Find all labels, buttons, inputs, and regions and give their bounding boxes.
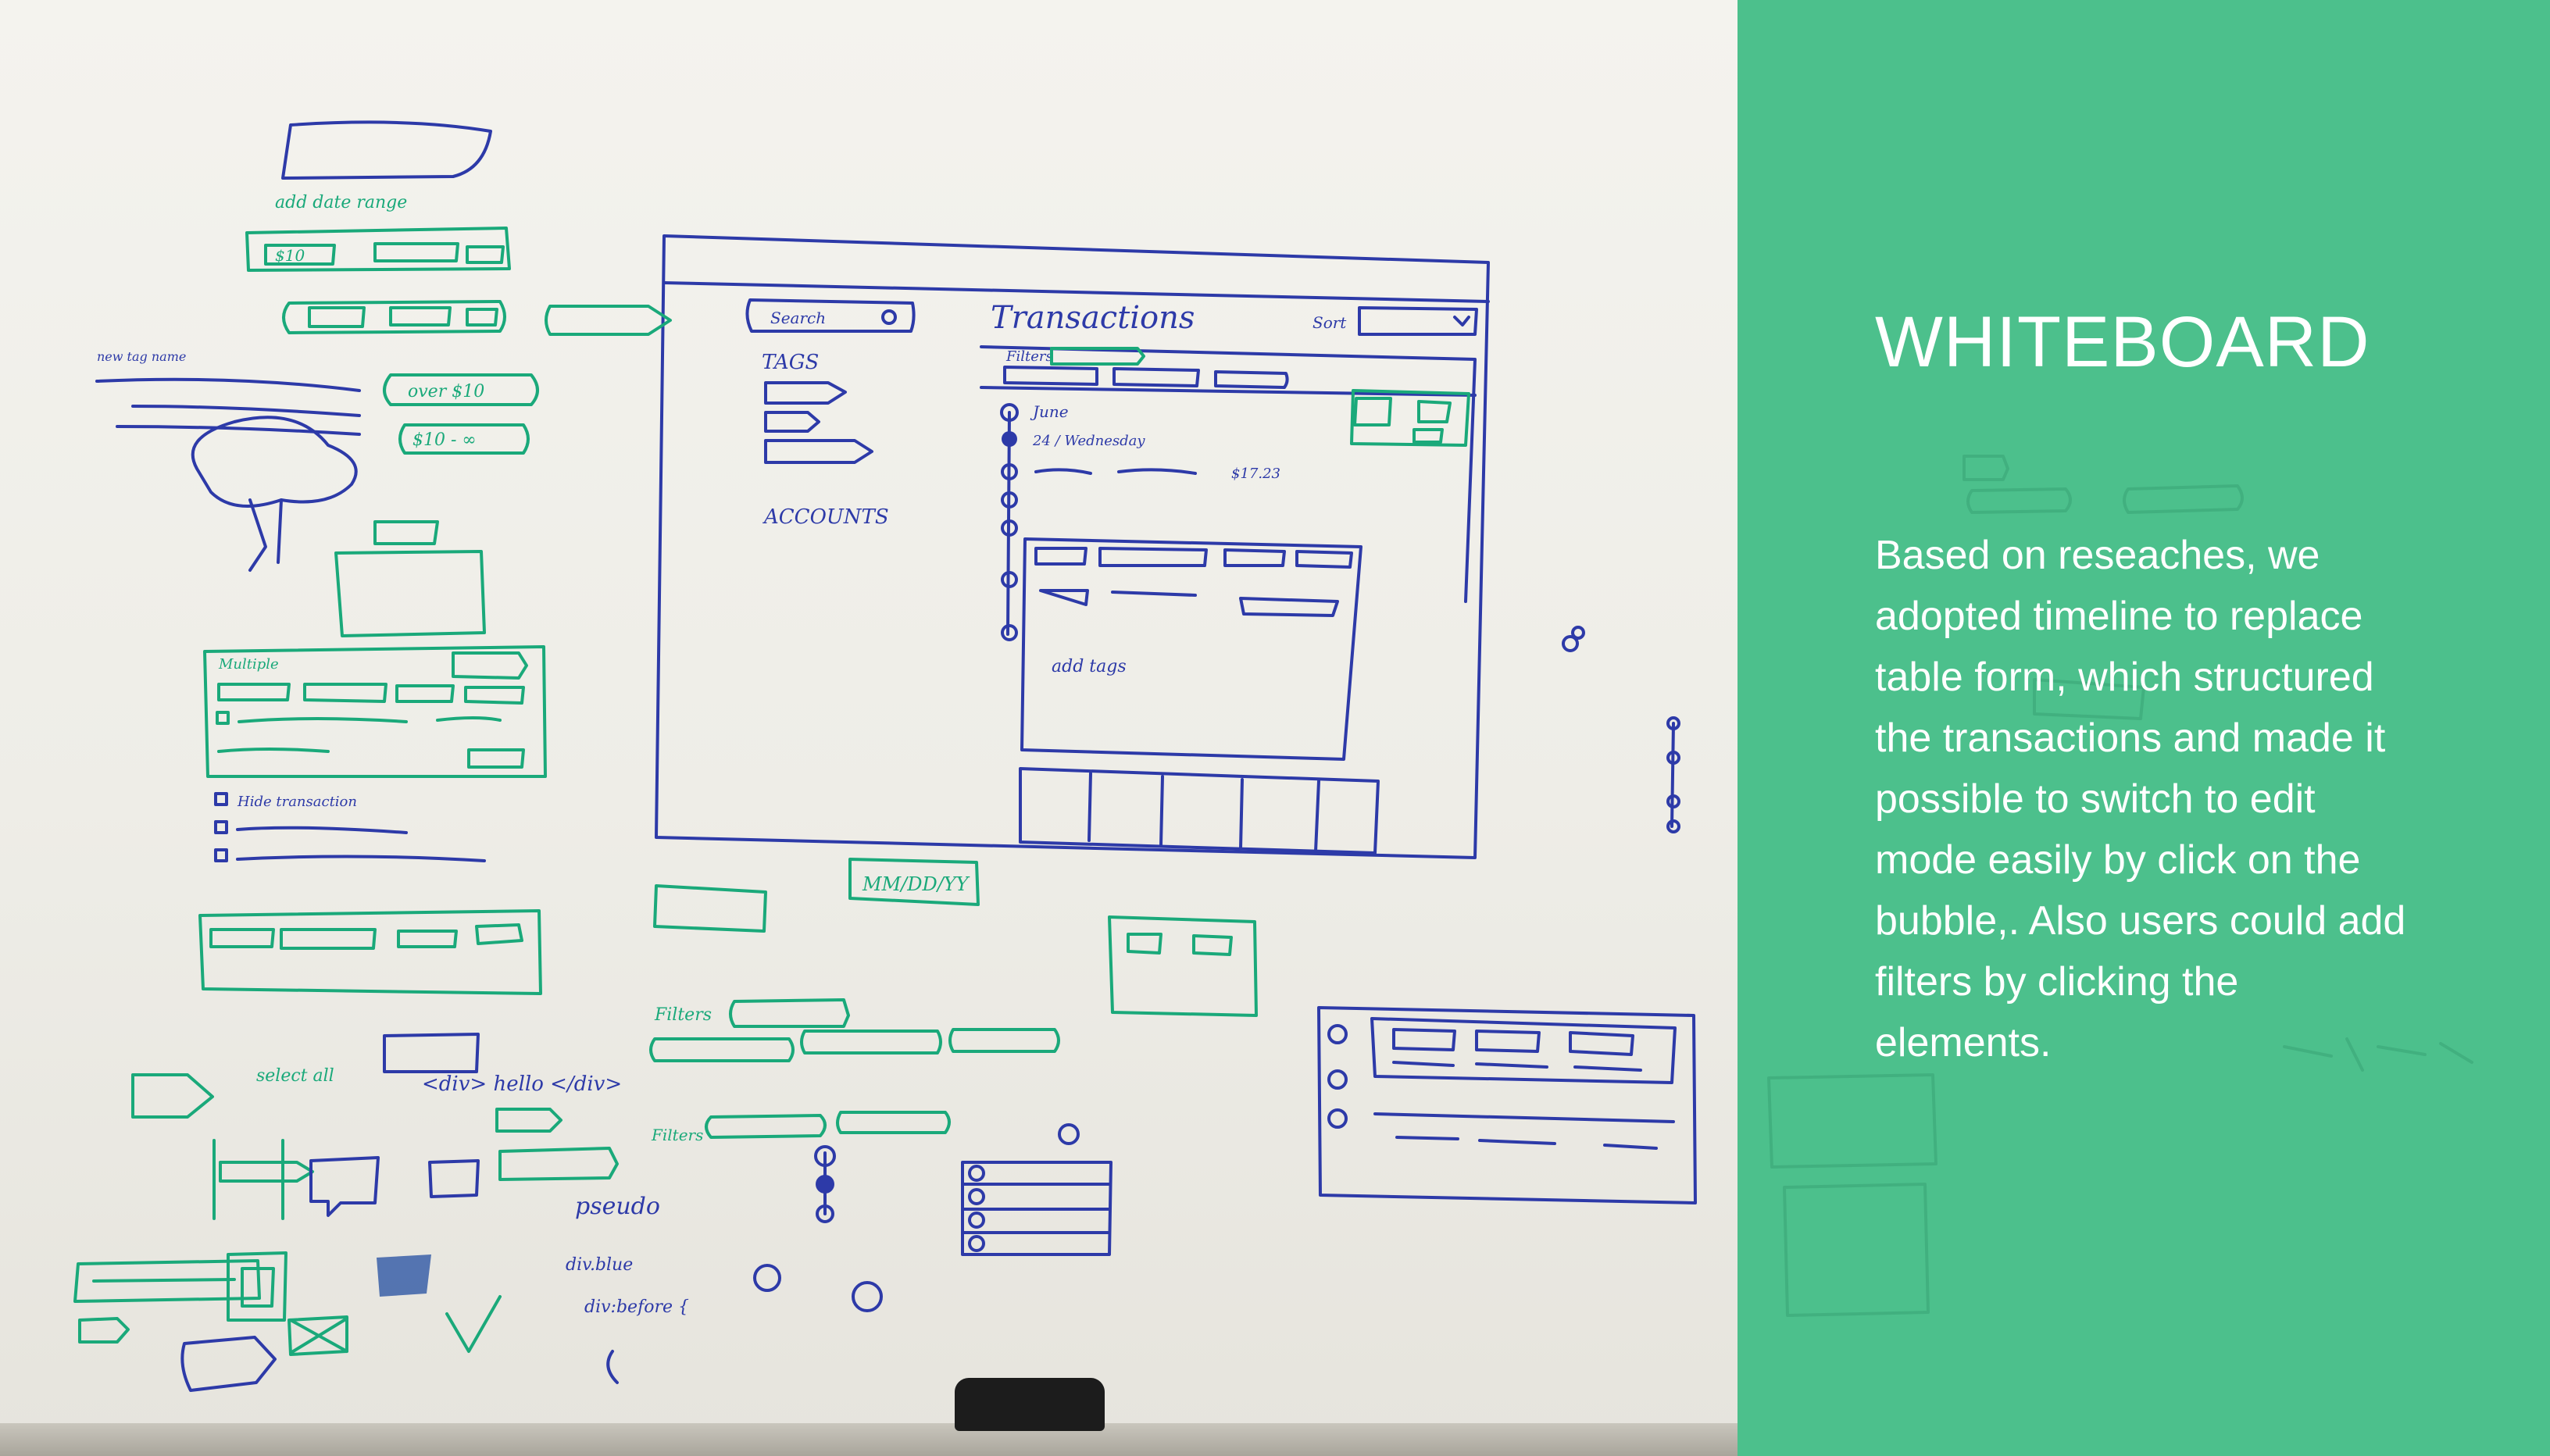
- add-date-range-label: add date range: [275, 193, 407, 212]
- day-label: 24 / Wednesday: [1032, 433, 1145, 449]
- css-snippet-label: div:before {: [584, 1297, 689, 1317]
- pseudo-label: pseudo: [575, 1193, 660, 1220]
- transactions-title: Transactions: [991, 300, 1195, 336]
- whiteboard-sketches: Search TAGS ACCOUNTS Transactions Sort F…: [73, 120, 1697, 1392]
- svg-text:div.blue: div.blue: [566, 1255, 633, 1275]
- select-all-label: select all: [256, 1066, 334, 1086]
- sort-label: Sort: [1312, 313, 1347, 332]
- amount-label: $17.23: [1231, 466, 1280, 482]
- svg-text:add tags: add tags: [1052, 657, 1127, 676]
- filters-label: Filters: [1005, 348, 1053, 365]
- div-example-label: <div> hello </div>: [422, 1072, 622, 1096]
- search-label: Search: [770, 309, 826, 327]
- filters-label-3: Filters: [651, 1126, 703, 1144]
- multiple-label: Multiple: [218, 656, 279, 673]
- accounts-label: ACCOUNTS: [762, 505, 889, 529]
- new-tag-label: new tag name: [97, 349, 186, 364]
- marker-tray: [0, 1423, 1738, 1456]
- eraser: [955, 1378, 1105, 1431]
- right-bottom-sketch: [1317, 626, 1697, 1204]
- transactions-wireframe: Search TAGS ACCOUNTS Transactions Sort F…: [655, 234, 1490, 859]
- filters-label-2: Filters: [654, 1005, 712, 1025]
- price-range-label: $10 - ∞: [412, 430, 477, 450]
- whiteboard: Search TAGS ACCOUNTS Transactions Sort F…: [0, 0, 1738, 1456]
- panel-background-sketch: [1767, 455, 2473, 1317]
- panel-title: WHITEBOARD: [1875, 302, 2370, 382]
- over-price-label: over $10: [408, 382, 484, 401]
- hide-transaction-label: Hide transaction: [237, 794, 357, 810]
- middle-bottom-sketches: MM/DD/YY Filters select all <div> hello …: [73, 858, 1258, 1392]
- description-panel: WHITEBOARD Based on reseaches, we adopte…: [1738, 0, 2550, 1456]
- left-sketches: add date range $10 over $10 $10 - ∞ new …: [95, 120, 672, 995]
- month-label: June: [1030, 402, 1069, 421]
- tags-label: TAGS: [762, 351, 819, 374]
- panel-description: Based on reseaches, we adopted timeline …: [1875, 533, 2406, 1065]
- price-from-label: $10: [275, 246, 305, 265]
- date-format-label: MM/DD/YY: [862, 873, 970, 895]
